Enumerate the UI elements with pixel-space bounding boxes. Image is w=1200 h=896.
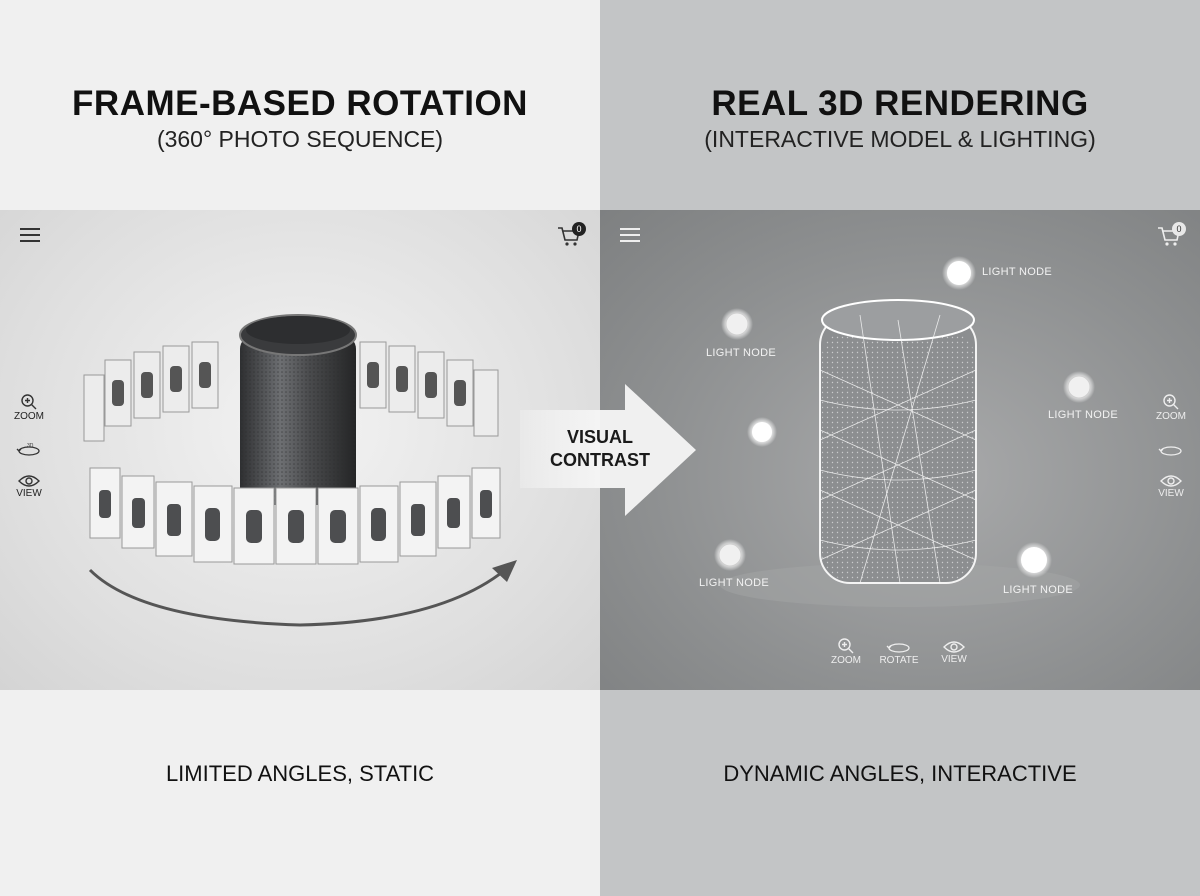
visual-contrast-line1: VISUAL — [566, 427, 633, 447]
left-view-label: VIEW — [16, 488, 42, 499]
zoom-icon — [1163, 394, 1179, 410]
frame-ring-front — [89, 467, 501, 565]
wireframe-speaker — [819, 299, 977, 584]
bottom-zoom-button[interactable]: ZOOM — [826, 637, 866, 666]
rotate-icon — [886, 643, 910, 653]
bottom-zoom-label: ZOOM — [831, 655, 861, 666]
wireframe-scene — [714, 256, 1095, 607]
bottom-rotate-label: ROTATE — [879, 655, 919, 666]
left-view-button[interactable]: VIEW — [9, 474, 49, 499]
left-subtitle: (360° PHOTO SEQUENCE) — [156, 126, 444, 152]
light-node-label-2: LIGHT NODE — [706, 347, 777, 359]
right-subtitle: (INTERACTIVE MODEL & LIGHTING) — [704, 126, 1096, 152]
rotate-icon — [1158, 446, 1182, 456]
right-rotate-button[interactable] — [1151, 442, 1191, 458]
svg-text:3D: 3D — [27, 443, 34, 449]
right-view-label: VIEW — [1158, 488, 1184, 499]
light-node-label-4: LIGHT NODE — [699, 577, 770, 589]
light-nodes — [714, 256, 1095, 578]
frame-based-panel: FRAME-BASED ROTATION (360° PHOTO SEQUENC… — [0, 84, 600, 786]
right-zoom-label: ZOOM — [1156, 411, 1186, 422]
visual-contrast-line2: CONTRAST — [550, 450, 650, 470]
eye-icon — [943, 641, 965, 653]
right-view-button[interactable]: VIEW — [1151, 474, 1191, 499]
right-zoom-button[interactable]: ZOOM — [1151, 393, 1191, 422]
light-node-label-3: LIGHT NODE — [1048, 409, 1119, 421]
bottom-view-label: VIEW — [941, 654, 967, 665]
visual-contrast-label: VISUAL CONTRAST — [540, 426, 660, 472]
left-caption: LIMITED ANGLES, STATIC — [165, 761, 435, 786]
speaker-product — [239, 314, 357, 505]
left-menu-button[interactable] — [20, 228, 40, 244]
left-title: FRAME-BASED ROTATION — [72, 84, 528, 123]
eye-icon — [1160, 475, 1182, 487]
bottom-rotate-button[interactable]: ROTATE — [879, 639, 919, 666]
rotate-icon: 3D — [16, 443, 40, 456]
zoom-icon — [21, 394, 37, 410]
real-3d-panel: REAL 3D RENDERING (INTERACTIVE MODEL & L… — [600, 0, 1200, 896]
eye-icon — [18, 475, 40, 487]
frame-ring-scene — [83, 314, 517, 627]
left-rotate-button[interactable]: 3D — [9, 442, 49, 458]
right-title: REAL 3D RENDERING — [711, 84, 1089, 123]
left-cart-button[interactable]: 0 — [556, 222, 586, 250]
right-caption: DYNAMIC ANGLES, INTERACTIVE — [723, 761, 1077, 786]
right-cart-button[interactable]: 0 — [1156, 222, 1186, 250]
right-viewer[interactable]: 0 — [600, 210, 1200, 690]
light-node-label-1: LIGHT NODE — [982, 266, 1053, 278]
right-menu-button[interactable] — [620, 228, 640, 244]
light-node-label-5: LIGHT NODE — [1003, 584, 1074, 596]
bottom-view-button[interactable]: VIEW — [934, 640, 974, 665]
left-cart-count: 0 — [572, 222, 586, 236]
right-cart-count: 0 — [1172, 222, 1186, 236]
left-zoom-button[interactable]: ZOOM — [9, 393, 49, 422]
left-viewer[interactable]: 0 ZOOM 3D VIEW — [0, 210, 600, 690]
zoom-icon — [838, 638, 854, 654]
left-zoom-label: ZOOM — [14, 411, 44, 422]
frame-ring-back — [83, 341, 499, 442]
visual-contrast-arrow — [520, 384, 696, 516]
rotation-arrow — [88, 560, 517, 627]
